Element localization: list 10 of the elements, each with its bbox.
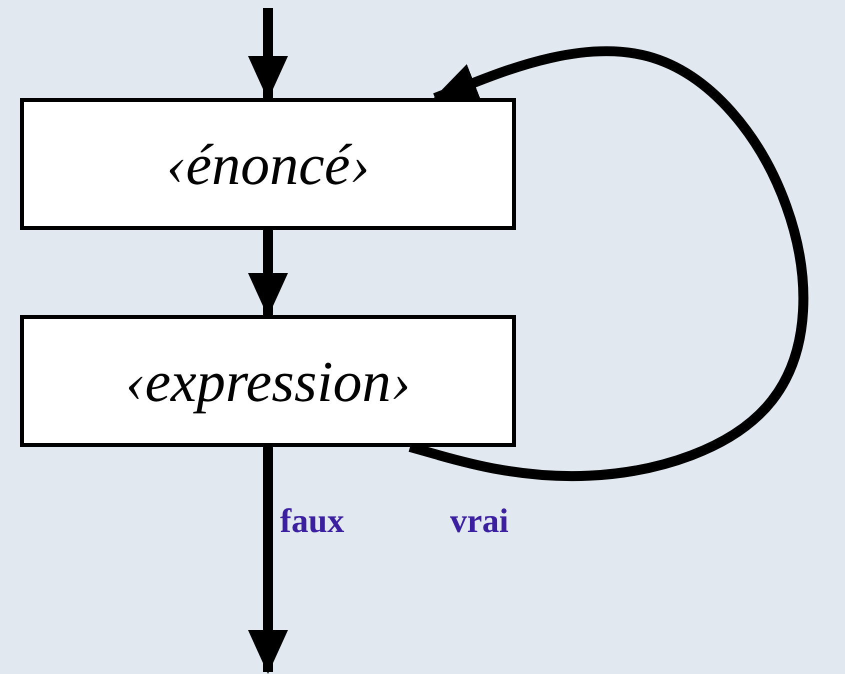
arrow	[248, 230, 288, 317]
statement-text: ‹énoncé›	[166, 130, 370, 198]
statement-text: ‹expression›	[126, 348, 410, 414]
edge-label: vrai	[450, 505, 509, 539]
process-box	[20, 98, 516, 230]
edge-label: faux	[280, 505, 344, 539]
arrow	[248, 8, 288, 100]
process-box	[20, 315, 516, 447]
arrow	[408, 46, 808, 482]
arrow	[248, 447, 288, 674]
